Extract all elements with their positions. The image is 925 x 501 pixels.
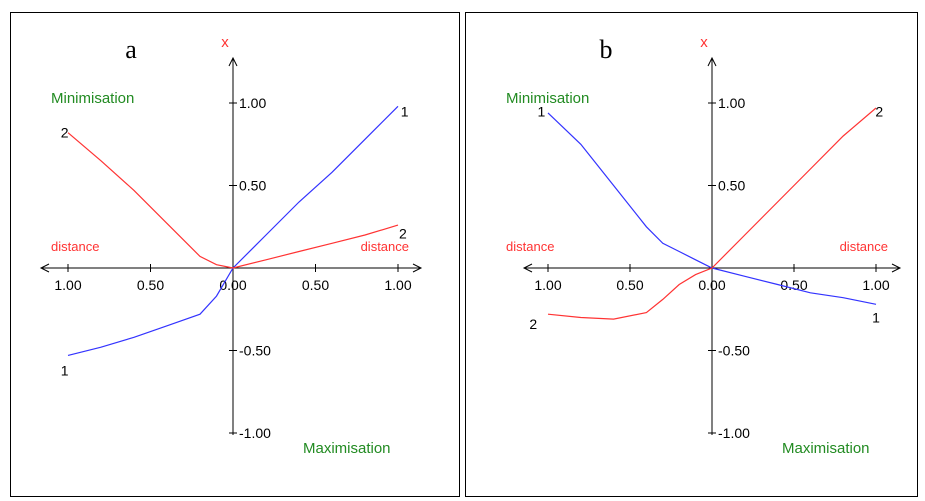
x-tick-label: 0.50	[137, 277, 164, 293]
series-label-2: 2	[529, 316, 537, 332]
y-tick-label: -1.00	[239, 425, 271, 441]
series-label-1: 1	[538, 103, 546, 119]
chart-panel-b: 1.00 0.50 0.00 0.50 1.00 1.00 0.50 -0.50 -1.00 b x…	[465, 12, 918, 497]
distance-label-right: distance	[361, 239, 409, 254]
y-tick-label: -1.00	[718, 425, 750, 441]
x-tick-label: 0.50	[616, 277, 643, 293]
series-line-2	[67, 132, 399, 269]
maximisation-label: Maximisation	[782, 440, 870, 457]
x-tick-label: 1.00	[862, 277, 889, 293]
x-tick-label: 1.00	[54, 277, 81, 293]
panel-label: a	[125, 35, 137, 64]
series-line-1	[547, 112, 877, 305]
y-tick-label: -0.50	[718, 343, 750, 359]
series-line-1	[67, 105, 399, 356]
series-label-1: 1	[872, 310, 880, 326]
minimisation-label: Minimisation	[506, 90, 589, 107]
y-axis-label: x	[700, 34, 708, 51]
distance-label-right: distance	[840, 239, 888, 254]
y-tick-label: 0.50	[239, 178, 266, 194]
x-tick-label: 0.00	[219, 277, 246, 293]
series-line-2	[547, 107, 877, 320]
series-label-1: 1	[401, 103, 409, 119]
y-tick-label: 1.00	[239, 95, 266, 111]
x-axis-left-arrow	[39, 263, 50, 273]
y-axis-arrow	[707, 56, 717, 67]
maximisation-label: Maximisation	[303, 440, 391, 457]
chart-panel-a: 1.00 0.50 0.00 0.50 1.00 1.00 0.50 -0.50 -1.00 a x…	[10, 12, 460, 497]
x-tick-label: 0.50	[302, 277, 329, 293]
minimisation-label: Minimisation	[51, 90, 134, 107]
chart-b-svg: 1.00 0.50 0.00 0.50 1.00 1.00 0.50 -0.50 -1.00 b x…	[506, 34, 902, 457]
x-tick-label: 1.00	[384, 277, 411, 293]
series-label-2: 2	[875, 103, 883, 119]
series-label-2: 2	[399, 225, 407, 241]
panel-label: b	[600, 35, 613, 64]
distance-label-left: distance	[51, 239, 99, 254]
y-tick-label: 0.50	[718, 178, 745, 194]
series-label-1: 1	[61, 362, 69, 378]
y-tick-label: 1.00	[718, 95, 745, 111]
x-tick-label: 0.00	[698, 277, 725, 293]
x-axis-right-arrow	[412, 263, 423, 273]
y-tick-label: -0.50	[239, 343, 271, 359]
distance-label-left: distance	[506, 239, 554, 254]
y-axis-arrow	[228, 56, 238, 67]
series-label-2: 2	[61, 125, 69, 141]
chart-a-svg: 1.00 0.50 0.00 0.50 1.00 1.00 0.50 -0.50 -1.00 a x…	[39, 34, 423, 457]
y-axis-label: x	[221, 34, 229, 51]
x-axis-right-arrow	[891, 263, 902, 273]
x-tick-label: 0.50	[780, 277, 807, 293]
x-tick-label: 1.00	[534, 277, 561, 293]
x-axis-left-arrow	[522, 263, 533, 273]
